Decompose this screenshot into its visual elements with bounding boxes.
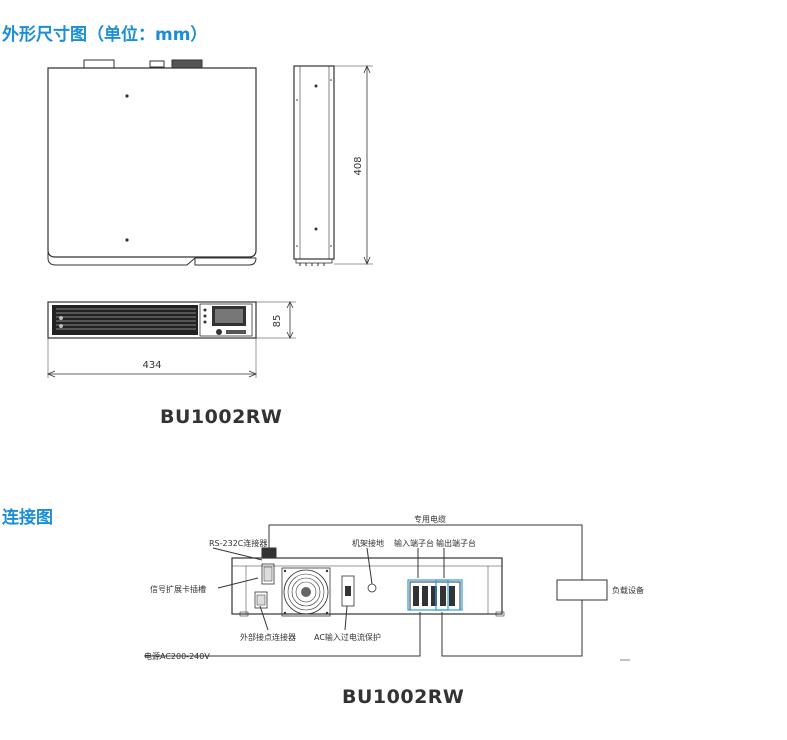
width-dimension-label: 434 bbox=[142, 360, 161, 371]
front-view bbox=[46, 301, 296, 378]
dimensions-section-title: 外形尺寸图（单位：mm） bbox=[2, 25, 208, 45]
external-contact-label: 外部接点连接器 bbox=[240, 632, 296, 642]
model-label-top: BU1002RW bbox=[160, 406, 283, 428]
frame-ground-label: 机架接地 bbox=[352, 538, 384, 548]
signal-card-label: 信号扩展卡插槽 bbox=[150, 584, 206, 594]
depth-dimension-label: 408 bbox=[353, 156, 364, 175]
connection-wires bbox=[144, 524, 630, 661]
rs232c-label: RS-232C连接器 bbox=[209, 538, 267, 548]
cable-label: 专用电缆 bbox=[414, 514, 446, 524]
input-terminal-label: 输入端子台 bbox=[394, 538, 434, 548]
side-view bbox=[293, 64, 373, 266]
output-terminal-label: 输出端子台 bbox=[436, 538, 476, 548]
top-view bbox=[47, 59, 257, 266]
load-label: 负载设备 bbox=[612, 585, 644, 595]
model-label-bottom: BU1002RW bbox=[342, 686, 465, 708]
power-label: 电源AC200-240V bbox=[144, 651, 210, 661]
height-dimension-label: 85 bbox=[272, 315, 283, 328]
rear-panel bbox=[231, 557, 505, 617]
ac-protection-label: AC输入过电流保护 bbox=[314, 632, 381, 642]
connection-section-title: 连接图 bbox=[2, 508, 53, 528]
